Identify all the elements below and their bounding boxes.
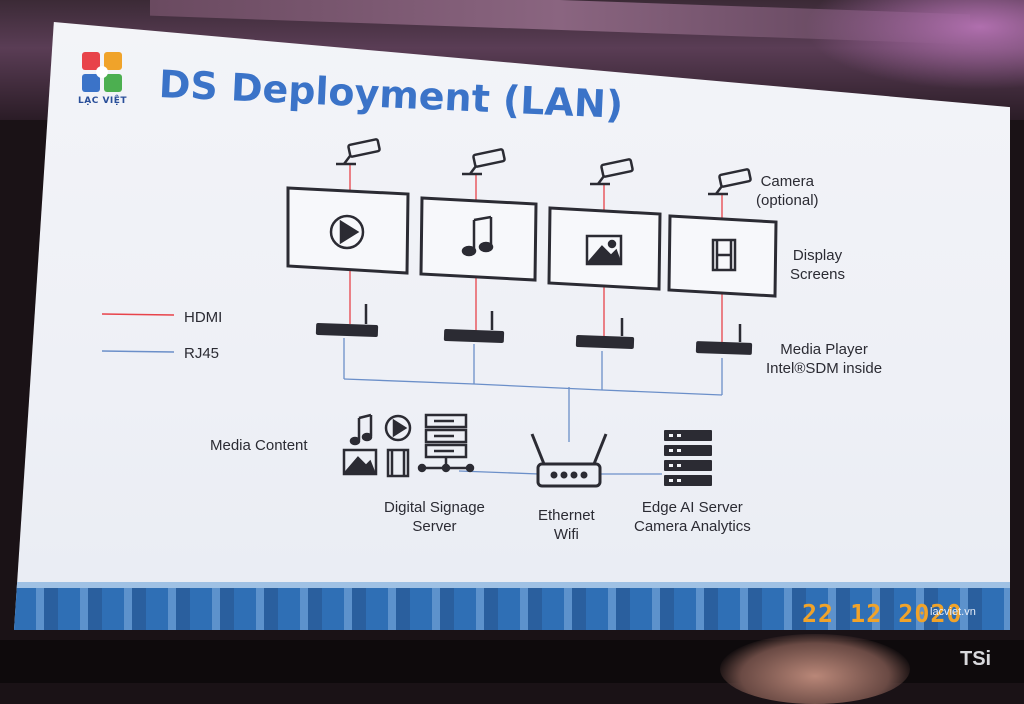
music-note-icon [349,413,373,446]
router-icon [530,433,608,488]
display-screen-2 [419,196,538,282]
camera-icon-3 [590,158,634,186]
network-diagram [101,138,778,488]
display-screen-4 [667,214,778,298]
image-icon [342,448,378,476]
server-icon [417,413,475,473]
film-icon [386,448,410,478]
rack-server-icon [664,430,712,486]
play-icon [384,414,412,442]
projection-screen: LẠC VIỆT DS Deployment (LAN) [14,22,1010,630]
image-icon [585,234,623,266]
legend-rj45-line [101,350,175,353]
lac-viet-logo [82,52,122,92]
watermark-text: TSi [960,648,992,670]
signage-server-label: Digital Signage Server [384,499,485,535]
edge-server-label: Edge AI Server Camera Analytics [634,499,751,535]
media-player-icon-4 [695,324,753,355]
film-icon [711,238,737,272]
footer-pattern-band [14,582,1010,630]
router-label: Ethernet Wifi [538,507,595,543]
media-player-icon-2 [443,311,505,343]
photo-date-stamp: 22 12 2020 [802,599,963,628]
camera-icon-4 [708,168,752,196]
play-icon [329,214,365,250]
legend-hdmi-label: HDMI [184,309,223,326]
ceiling-light [804,0,1024,90]
display-screen-1 [286,186,410,275]
camera-icon-2 [462,148,506,176]
display-screens-label: Display Screens [790,247,846,283]
audience-head [720,634,910,704]
media-content-label: Media Content [210,437,308,454]
legend-hdmi-line [101,313,175,316]
logo-text: LẠC VIỆT [78,96,128,106]
media-content-icons [342,413,412,478]
media-player-icon-1 [315,304,379,338]
camera-label: Camera (optional) [756,173,819,209]
display-screen-3 [547,206,662,291]
media-player-icon-3 [575,318,635,349]
camera-icon-1 [336,138,381,166]
media-player-label: Media Player Intel®SDM inside [766,341,883,377]
music-note-icon [461,215,494,257]
website-label: lacviet.vn [930,606,976,618]
legend-rj45-label: RJ45 [184,345,220,362]
